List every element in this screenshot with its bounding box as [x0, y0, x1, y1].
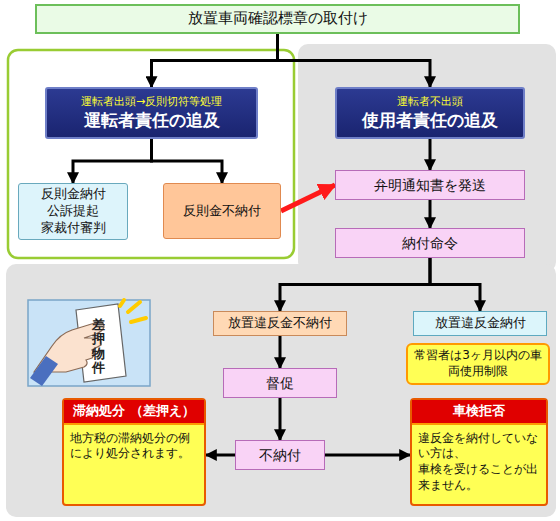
outcome-box: 放置違反金納付	[413, 311, 547, 336]
sleeve-cuff	[30, 356, 58, 386]
outcome-box: 放置違反金不納付	[213, 311, 347, 336]
process-box: 運転者出頭→反則切符等処理運転者責任の追及	[45, 87, 258, 139]
connector-arrow	[429, 200, 432, 228]
emphasis-ray	[131, 318, 146, 322]
connector-arrow	[279, 336, 282, 368]
node-text: 車検拒否	[412, 400, 546, 425]
connector-arrow	[430, 258, 480, 311]
process-box: 不納付	[235, 440, 325, 470]
connector-arrow	[278, 34, 431, 87]
seizure-label: 差押物件	[92, 318, 105, 375]
emphasis-ray	[128, 302, 140, 312]
process-box: 督促	[223, 368, 337, 398]
node-text: 運転者出頭→反則切符等処理	[81, 95, 222, 109]
connector-arrow	[281, 185, 335, 211]
node-text: 反則金不納付	[183, 203, 261, 220]
node-body-text: 地方税の滞納処分の例により処分されます。	[64, 425, 204, 468]
node-text: 不納付	[259, 446, 301, 464]
connector-arrow	[280, 258, 430, 311]
penalty-card: 車検拒否違反金を納付していない方は、車検を受けることが出来ません。	[410, 398, 548, 506]
node-text: 放置違反金不納付	[228, 315, 332, 332]
node-body-text: 使用者責任の追及	[362, 109, 498, 131]
node-text: 放置違反金納付	[435, 315, 526, 332]
process-box: 運転者不出頭使用者責任の追及	[335, 87, 525, 139]
node-text: 弁明通知書を発送	[374, 176, 486, 194]
connector-arrow	[152, 139, 223, 183]
process-box: 弁明通知書を発送	[335, 170, 525, 200]
note-box: 常習者は3ヶ月以内の車両使用制限	[406, 343, 550, 385]
seizure-illustration	[28, 300, 150, 386]
connector-arrow	[279, 398, 282, 440]
outcome-box: 反則金納付 公訴提起 家裁付審判	[18, 183, 128, 240]
node-text: 反則金納付 公訴提起 家裁付審判	[23, 186, 123, 237]
node-text: 放置車両確認標章の取付け	[188, 9, 368, 29]
connector-arrow	[206, 454, 235, 457]
outcome-box: 反則金不納付	[163, 183, 281, 239]
user-region	[298, 44, 556, 272]
node-text: 運転者不出頭	[397, 95, 463, 109]
connector-arrow	[325, 454, 410, 457]
node-text: 常習者は3ヶ月以内の車両使用制限	[412, 348, 544, 379]
connector-arrow	[73, 139, 152, 183]
connector-arrow	[429, 139, 432, 170]
node-body-text: 運転者責任の追及	[84, 109, 220, 131]
start-banner: 放置車両確認標章の取付け	[35, 4, 520, 34]
illustration-frame	[28, 300, 150, 386]
emphasis-ray	[120, 300, 124, 306]
node-text: 督促	[266, 374, 294, 392]
node-text: 納付命令	[402, 234, 458, 252]
process-box: 納付命令	[335, 228, 525, 258]
connector-arrow	[152, 34, 278, 87]
node-text: 滞納処分 （差押え）	[64, 400, 204, 425]
node-body-text: 違反金を納付していない方は、車検を受けることが出来ません。	[412, 425, 546, 499]
penalty-card: 滞納処分 （差押え）地方税の滞納処分の例により処分されます。	[62, 398, 206, 506]
